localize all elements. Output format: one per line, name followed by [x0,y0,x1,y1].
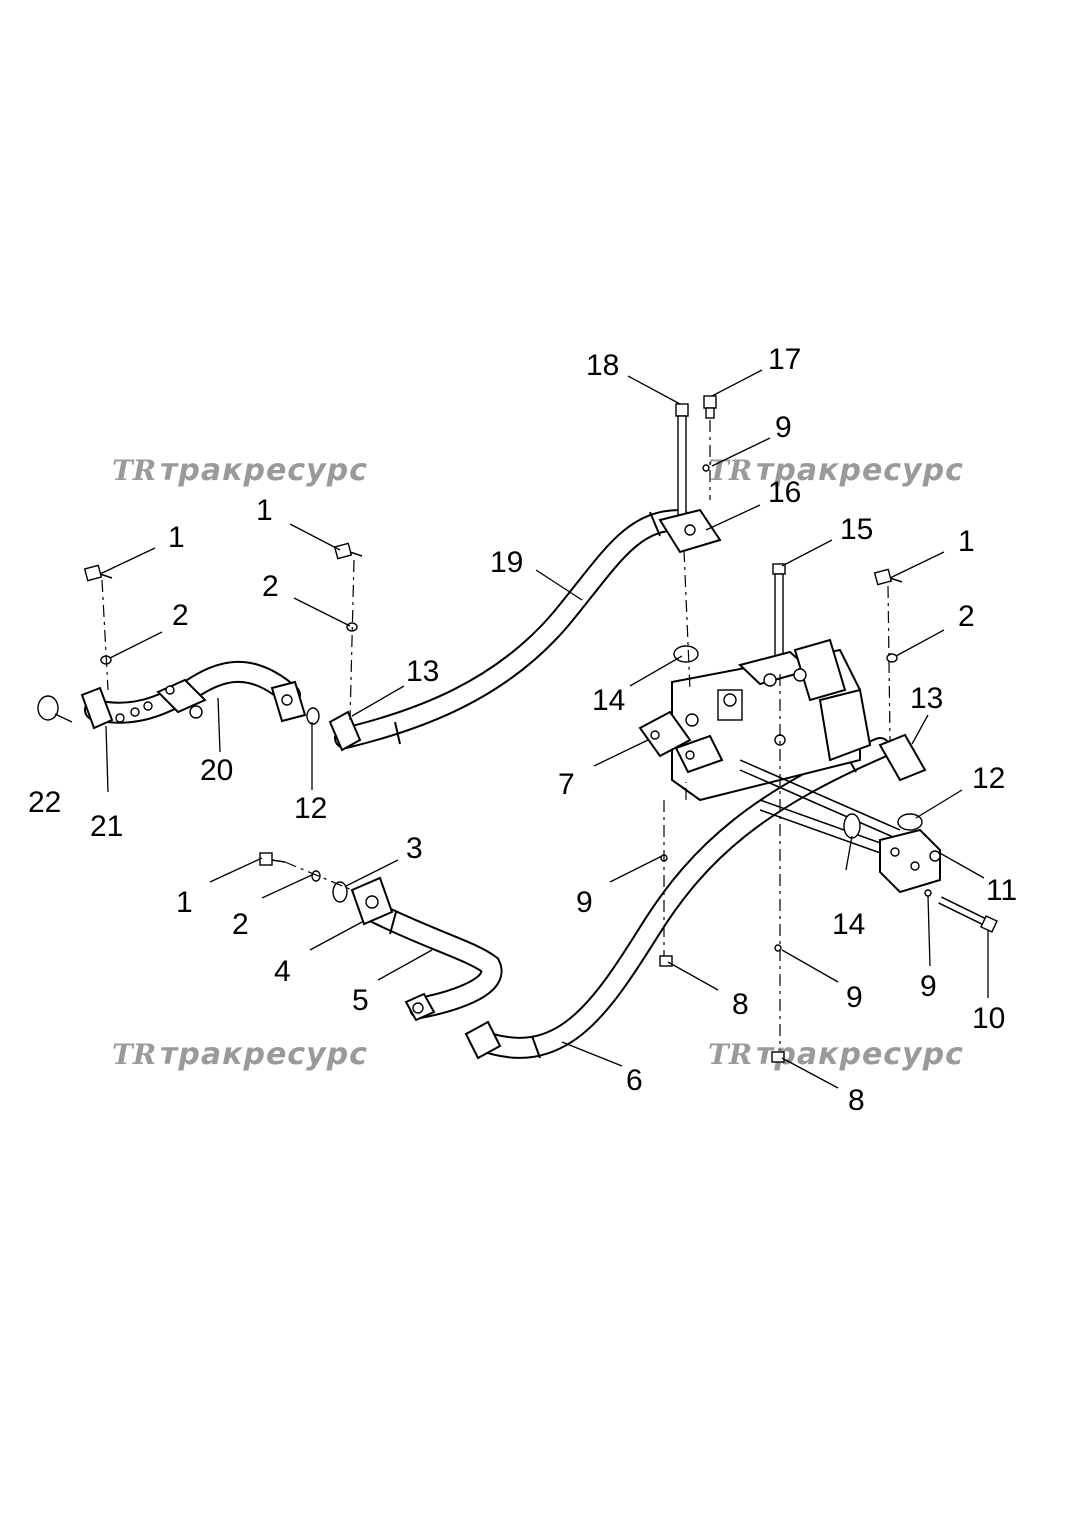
hose-6-nut [464,1020,502,1060]
watermark-logo: TR [708,454,752,487]
washer-9 [924,889,932,897]
callout-labels: 18 17 9 16 15 19 1 1 1 2 2 2 13 13 14 14… [28,343,1017,1117]
callout-22: 22 [28,786,61,819]
callout-17: 17 [768,343,801,376]
callout-19: 19 [490,546,523,579]
callout-18: 18 [586,349,619,382]
watermark-bottom-right: TR тракресурс [708,1037,964,1072]
bolt-1 [83,564,113,582]
clamp-13 [878,733,927,782]
callout-10: 10 [972,1002,1005,1035]
clamp-13 [328,710,362,752]
watermark-brand: тракресурс [756,1037,964,1072]
hose-5 [359,899,503,1019]
callout-2: 2 [232,908,249,941]
watermark-brand: тракресурс [160,1037,368,1072]
callout-9: 9 [775,411,792,444]
watermark-logo: TR [708,1038,752,1071]
callout-13: 13 [406,655,439,688]
bolt-1 [333,542,363,560]
callout-3: 3 [406,832,423,865]
center-lines [101,420,891,1050]
o-ring-14 [673,645,699,663]
callout-6: 6 [626,1064,643,1097]
callout-13: 13 [910,682,943,715]
hose-5-nut [404,992,436,1022]
flange-4 [350,876,394,926]
callout-8: 8 [732,988,749,1021]
callout-2: 2 [958,600,975,633]
flange-21 [80,686,153,730]
flange-16-hole [684,524,696,536]
leader-lines [54,369,989,1089]
callout-4: 4 [274,955,291,988]
callout-1: 1 [176,886,193,919]
watermark-bottom-left: TR тракресурс [112,1037,368,1072]
callout-9: 9 [576,886,593,919]
callout-2: 2 [172,599,189,632]
washer-9 [702,464,710,472]
control-valve-7 [638,638,872,802]
nut-8 [659,955,673,967]
watermark-top-right: TR тракресурс [708,453,964,488]
bolt-1 [259,852,286,866]
callout-2: 2 [262,570,279,603]
flange-tube-end [270,680,307,723]
callout-11: 11 [986,874,1017,907]
bolt-10 [938,896,998,933]
callout-14: 14 [832,908,865,941]
callout-7: 7 [558,768,575,801]
callout-12: 12 [294,792,327,825]
callout-1: 1 [168,521,185,554]
callout-8: 8 [848,1084,865,1117]
callout-12: 12 [972,762,1005,795]
tie-rods [739,759,901,861]
watermark-brand: тракресурс [756,453,964,488]
tube-block-20 [156,678,207,719]
callout-1: 1 [958,525,975,558]
callout-5: 5 [352,984,369,1017]
o-ring-14 [843,813,861,839]
watermark-top-left: TR тракресурс [112,453,368,488]
callout-9: 9 [846,981,863,1014]
end-block-11 [879,828,941,894]
watermark-brand: тракресурс [160,453,368,488]
washer-2 [886,653,898,663]
callout-15: 15 [840,513,873,546]
callout-14: 14 [592,684,625,717]
callout-21: 21 [90,810,123,843]
callout-20: 20 [200,754,233,787]
o-ring-12 [306,707,320,725]
watermark-logo: TR [112,454,156,487]
bolt-17 [703,395,717,419]
watermark-logo: TR [112,1038,156,1071]
hose-19 [334,509,691,749]
o-ring-22 [37,695,59,721]
nut-8 [771,1051,785,1063]
callout-1: 1 [256,494,273,527]
bolt-1 [873,568,903,586]
callout-9: 9 [920,970,937,1003]
callout-16: 16 [768,476,801,509]
o-ring-3 [332,881,348,903]
